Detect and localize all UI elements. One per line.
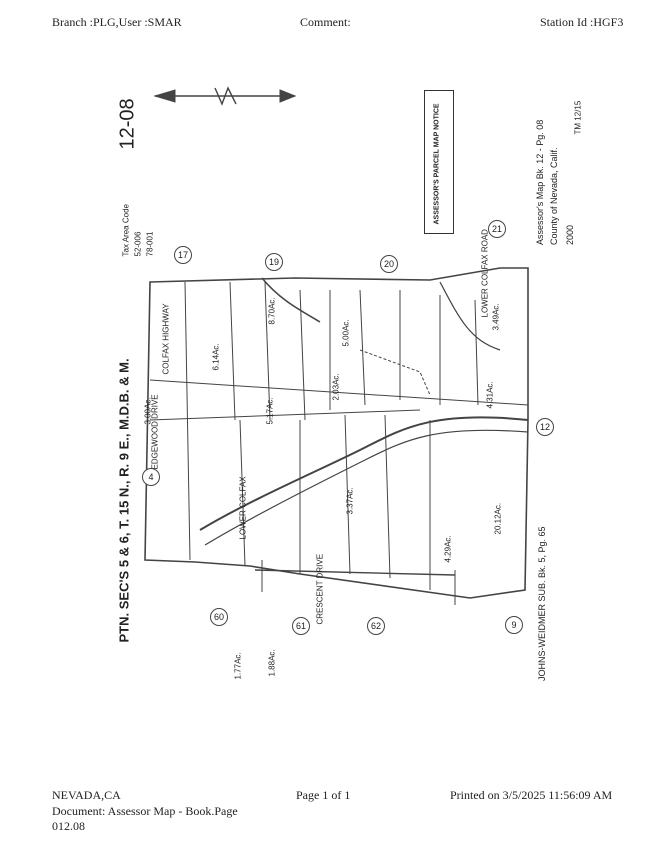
acreage-label: 4.31Ac. [485, 381, 495, 409]
acreage-label: 5.00Ac. [341, 319, 351, 347]
footer-page: Page 1 of 1 [296, 788, 351, 802]
footer-location: NEVADA,CA [52, 788, 121, 802]
book-page-number: 12-08 [116, 98, 139, 150]
page-circle-61: 61 [292, 617, 310, 635]
comment-label: Comment: [300, 15, 351, 29]
assessor-caption-1: Assessor's Map Bk. 12 - Pg. 08 [535, 119, 545, 245]
parcel-map-notice: ASSESSOR'S PARCEL MAP NOTICE [424, 90, 454, 234]
footer-doc-id: 012.08 [52, 819, 85, 833]
page-circle-12: 12 [536, 418, 554, 436]
footer-printed: Printed on 3/5/2025 11:56:09 AM [450, 788, 613, 802]
road-lower-colfax: LOWER COLFAX [238, 476, 248, 540]
acreage-label: 4.29Ac. [443, 535, 453, 563]
road-colfax-highway: COLFAX HIGHWAY [161, 303, 171, 375]
tax-area-code: Tax Area Code [121, 204, 131, 257]
acreage-label: 1.77Ac. [233, 652, 243, 680]
acreage-label: 5.17Ac. [265, 397, 275, 425]
acreage-label: 1.88Ac. [267, 649, 277, 677]
page-circle-19: 19 [265, 253, 283, 271]
footer-document: Document: Assessor Map - Book.Page [52, 804, 238, 818]
station-id-label: Station Id :HGF3 [540, 15, 624, 29]
acreage-label: 3.37Ac. [345, 487, 355, 515]
branch-user-label: Branch :PLG,User :SMAR [52, 15, 182, 29]
page-circle-21: 21 [488, 220, 506, 238]
tm-label: TM 12/15 [573, 100, 583, 135]
page-circle-62: 62 [367, 617, 385, 635]
page-circle-60: 60 [210, 608, 228, 626]
assessor-caption-2: County of Nevada, Calif. [549, 147, 559, 245]
page-circle-17: 17 [174, 246, 192, 264]
acreage-label: 8.70Ac. [267, 297, 277, 325]
map-title: PTN. SEC'S 5 & 6, T. 15 N., R. 9 E., M.D… [116, 358, 132, 643]
tax-area-code-2: 78-001 [145, 231, 155, 257]
page-circle-20: 20 [380, 255, 398, 273]
subdivision-label: JOHNS-WEIDMER SUB. Bk. 5, Pg. 65 [537, 526, 547, 681]
page-circle-4: 4 [142, 468, 160, 486]
notice-title: ASSESSOR'S PARCEL MAP NOTICE [433, 103, 441, 225]
tax-area-code-1: 52-006 [133, 231, 143, 257]
road-lower-colfax-road: LOWER COLFAX ROAD [480, 229, 490, 318]
page-circle-9: 9 [505, 616, 523, 634]
acreage-label: 2.03Ac. [331, 373, 341, 401]
acreage-label: 20.12Ac. [493, 502, 503, 535]
road-crescent-drive: CRESCENT DRIVE [315, 553, 325, 625]
acreage-label: 3.00Ac. [143, 397, 153, 425]
acreage-label: 3.49Ac. [491, 303, 501, 331]
acreage-label: 6.14Ac. [211, 343, 221, 371]
